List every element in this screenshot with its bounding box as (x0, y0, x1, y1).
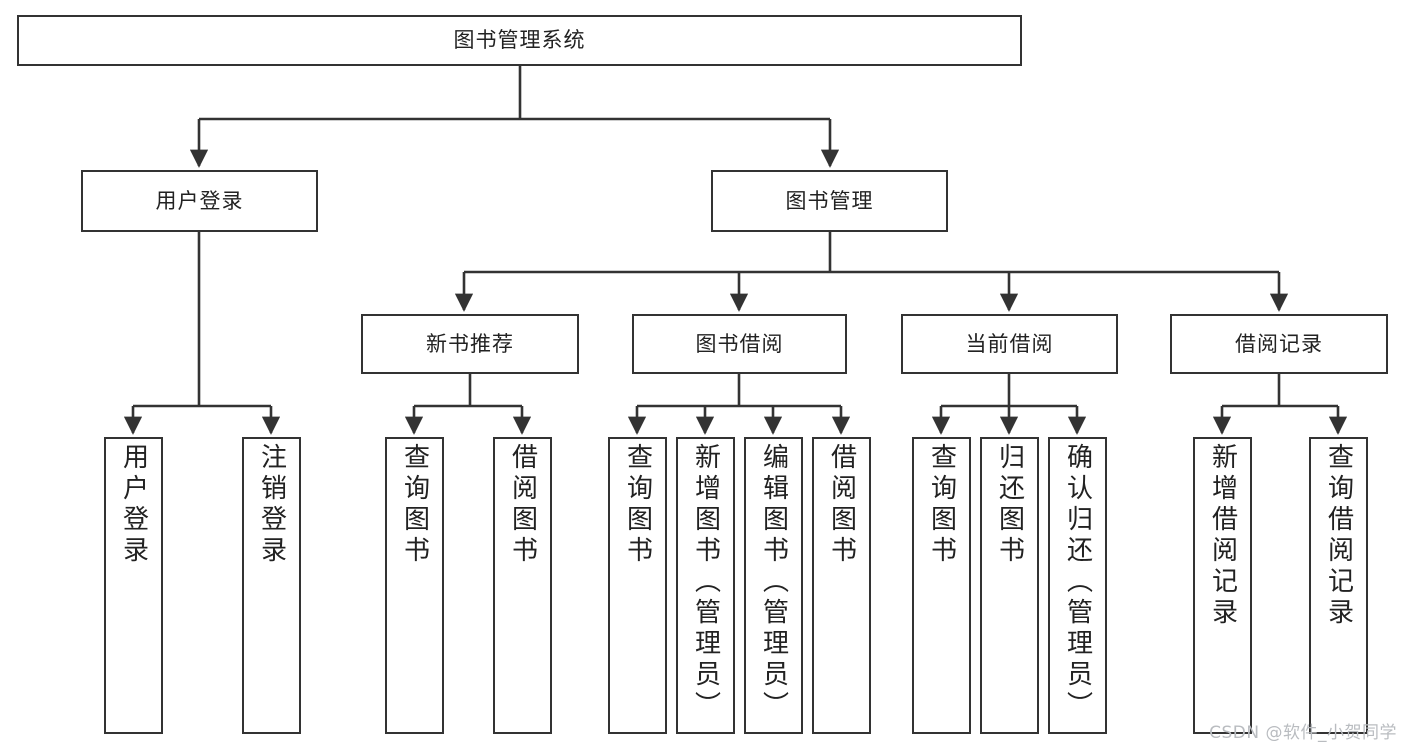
leaf-logout-login-label: 注销登录 (256, 443, 287, 567)
leaf-query-book-1-label: 查询图书 (399, 443, 430, 567)
leaf-return-book[interactable]: 归还图书 (980, 437, 1039, 734)
node-book-borrow-label: 图书借阅 (695, 331, 784, 356)
leaf-borrow-book-1-label: 借阅图书 (507, 443, 538, 567)
leaf-confirm-return-admin[interactable]: 确认归还（管理员） (1048, 437, 1107, 734)
leaf-edit-book-admin-label: 编辑图书（管理员） (758, 443, 789, 722)
leaf-query-book-2-label: 查询图书 (622, 443, 653, 567)
leaf-borrow-book-2[interactable]: 借阅图书 (812, 437, 871, 734)
node-root[interactable]: 图书管理系统 (17, 15, 1022, 66)
node-user-login[interactable]: 用户登录 (81, 170, 318, 232)
leaf-edit-book-admin[interactable]: 编辑图书（管理员） (744, 437, 803, 734)
leaf-query-book-3[interactable]: 查询图书 (912, 437, 971, 734)
node-book-borrow[interactable]: 图书借阅 (632, 314, 847, 374)
node-book-manage[interactable]: 图书管理 (711, 170, 948, 232)
leaf-query-book-2[interactable]: 查询图书 (608, 437, 667, 734)
node-user-login-label: 用户登录 (155, 188, 244, 213)
node-book-manage-label: 图书管理 (785, 188, 874, 213)
leaf-user-login[interactable]: 用户登录 (104, 437, 163, 734)
leaf-return-book-label: 归还图书 (994, 443, 1025, 567)
node-current-borrow-label: 当前借阅 (965, 331, 1054, 356)
leaf-borrow-book-2-label: 借阅图书 (826, 443, 857, 567)
leaf-query-book-1[interactable]: 查询图书 (385, 437, 444, 734)
leaf-add-book-admin[interactable]: 新增图书（管理员） (676, 437, 735, 734)
node-root-label: 图书管理系统 (453, 28, 586, 53)
leaf-confirm-return-admin-label: 确认归还（管理员） (1062, 443, 1093, 722)
leaf-query-book-3-label: 查询图书 (926, 443, 957, 567)
leaf-user-login-label: 用户登录 (118, 443, 149, 567)
leaf-query-borrow-record-label: 查询借阅记录 (1323, 443, 1354, 629)
node-borrow-record-label: 借阅记录 (1235, 331, 1323, 356)
node-borrow-record[interactable]: 借阅记录 (1170, 314, 1388, 374)
leaf-logout-login[interactable]: 注销登录 (242, 437, 301, 734)
leaf-borrow-book-1[interactable]: 借阅图书 (493, 437, 552, 734)
node-new-book-recommend[interactable]: 新书推荐 (361, 314, 579, 374)
node-current-borrow[interactable]: 当前借阅 (901, 314, 1118, 374)
leaf-query-borrow-record[interactable]: 查询借阅记录 (1309, 437, 1368, 734)
leaf-add-borrow-record-label: 新增借阅记录 (1207, 443, 1238, 629)
leaf-add-borrow-record[interactable]: 新增借阅记录 (1193, 437, 1252, 734)
node-new-book-recommend-label: 新书推荐 (426, 331, 514, 356)
leaf-add-book-admin-label: 新增图书（管理员） (690, 443, 721, 722)
